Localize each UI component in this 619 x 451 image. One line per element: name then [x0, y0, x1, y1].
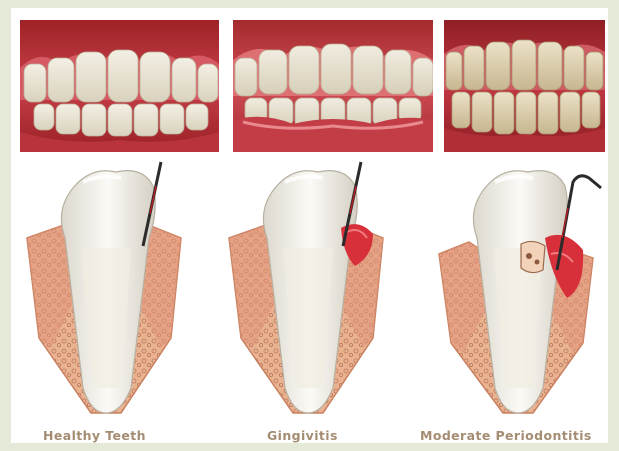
receding-gums-photo [444, 20, 605, 152]
caption-healthy-teeth: Healthy Teeth [43, 428, 146, 443]
caption-gingivitis: Gingivitis [267, 428, 338, 443]
inflamed-gums-photo [233, 20, 433, 152]
gingivitis-tooth-cross-section-icon [223, 158, 393, 420]
healthy-tooth-cross-section-icon [21, 158, 191, 420]
periodontitis-tooth-cross-section-icon [433, 158, 603, 420]
healthy-gums-photo [20, 20, 219, 152]
comparison-panel: Healthy Teeth Gingivitis Moderate Period… [11, 8, 608, 443]
caption-moderate-periodontitis: Moderate Periodontitis [420, 428, 592, 443]
